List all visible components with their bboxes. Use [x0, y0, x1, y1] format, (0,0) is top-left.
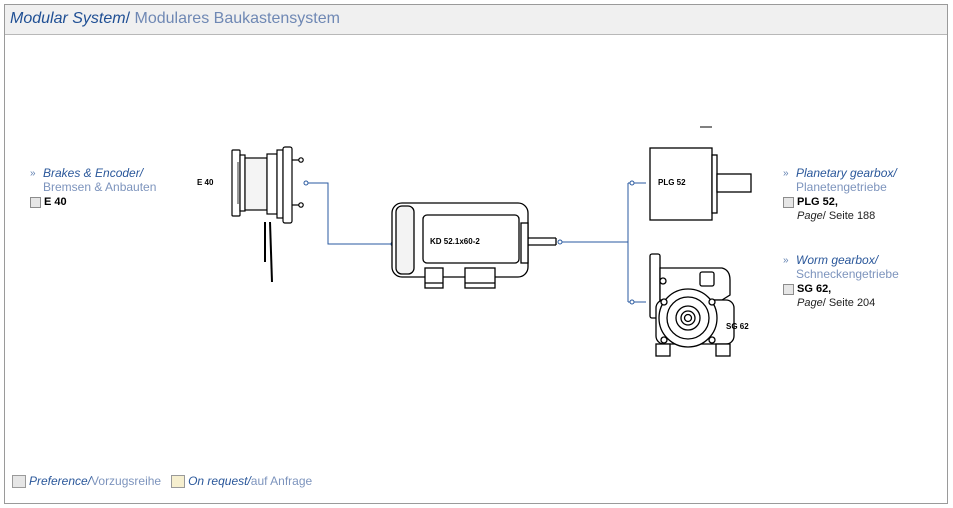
legend-request-en: On request/	[188, 474, 251, 488]
legend-request-de: auf Anfrage	[250, 474, 313, 488]
page-frame: Modular System/ Modulares Baukastensyste…	[4, 4, 948, 504]
page-number: / Seite 188	[822, 210, 876, 222]
title-german: Modulares Baukastensystem	[134, 10, 340, 27]
plg52-item-row[interactable]: PLG 52,	[783, 195, 897, 209]
worm-gearbox-group: » Worm gearbox/ Schneckengetriebe SG 62,…	[783, 253, 899, 310]
title-separator: /	[125, 10, 131, 27]
brakes-encoder-group: » Brakes & Encoder/ Bremsen & Anbauten E…	[30, 166, 156, 209]
page-label: Page	[797, 297, 823, 309]
title-english: Modular System	[10, 10, 126, 27]
plg52-drawing[interactable]	[649, 126, 752, 221]
worm-title-en[interactable]: Worm gearbox/	[796, 253, 879, 267]
planetary-title-en[interactable]: Planetary gearbox/	[796, 166, 897, 180]
connector-brake-motor	[308, 182, 391, 245]
planetary-title-de: Planetengetriebe	[796, 180, 887, 194]
bullet-icon: »	[783, 168, 789, 179]
preference-swatch	[12, 474, 26, 488]
sg62-item-row[interactable]: SG 62,	[783, 282, 899, 296]
e40-label: E 40	[197, 178, 214, 187]
sg62-item-label: SG 62,	[797, 283, 832, 295]
preference-box-icon	[30, 196, 41, 208]
page-number: / Seite 204	[822, 297, 876, 309]
legend-preference-de: Vorzugsreihe	[91, 474, 162, 488]
motor-drawing[interactable]	[391, 202, 557, 289]
plg52-page-ref[interactable]: Page/ Seite 188	[783, 209, 897, 223]
preference-box-icon	[783, 283, 794, 295]
worm-title-de: Schneckengetriebe	[796, 267, 899, 281]
brakes-encoder-title-en[interactable]: Brakes & Encoder/	[43, 166, 144, 180]
plg52-label: PLG 52	[658, 178, 686, 187]
sg62-drawing[interactable]	[649, 253, 735, 357]
sg62-label: SG 62	[726, 322, 749, 331]
legend-preference-en: Preference/	[29, 474, 92, 488]
planetary-gearbox-group: » Planetary gearbox/ Planetengetriebe PL…	[783, 166, 897, 223]
page-label: Page	[797, 210, 823, 222]
plg52-item-label: PLG 52,	[797, 196, 838, 208]
e40-brake-drawing[interactable]	[231, 146, 304, 283]
brakes-encoder-title-de: Bremsen & Anbauten	[43, 180, 157, 194]
on-request-swatch	[171, 474, 186, 488]
header-bar: Modular System/ Modulares Baukastensyste…	[5, 5, 947, 35]
e40-item-label: E 40	[44, 196, 67, 208]
e40-item-row[interactable]: E 40	[30, 195, 156, 209]
bullet-icon: »	[30, 168, 36, 179]
preference-box-icon	[783, 196, 794, 208]
motor-label: KD 52.1x60-2	[430, 237, 480, 246]
legend: Preference/ Vorzugsreihe On request/ auf…	[12, 474, 312, 488]
bullet-icon: »	[783, 255, 789, 266]
page-title: Modular System/ Modulares Baukastensyste…	[10, 10, 340, 28]
sg62-page-ref[interactable]: Page/ Seite 204	[783, 296, 899, 310]
